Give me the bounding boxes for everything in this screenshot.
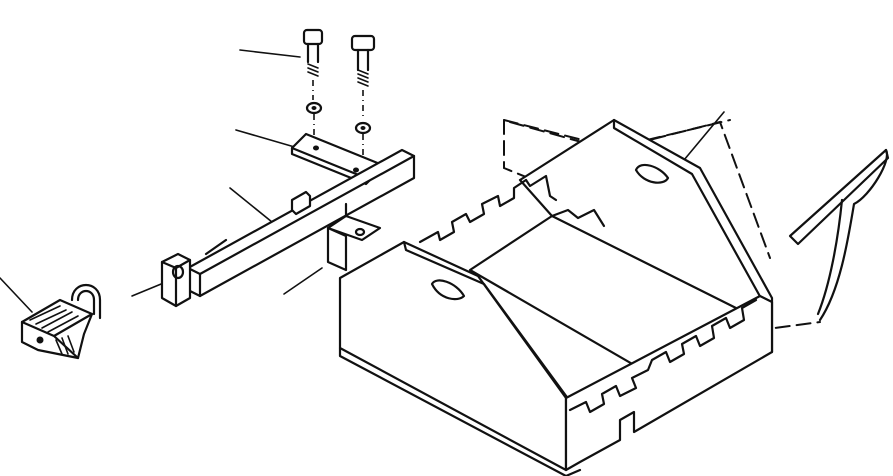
leader-battery-box-cover: [683, 111, 725, 161]
padlock: [20, 284, 102, 360]
leader-padlock: [0, 277, 33, 313]
support-bracket: [326, 202, 382, 272]
callout-leaders: [0, 49, 725, 313]
leader-support-bracket: [283, 267, 323, 295]
battery-box: [338, 118, 774, 476]
cap-screw-right: [350, 34, 376, 118]
leader-hold-down-bracket: [229, 187, 273, 223]
lock-washers: [305, 101, 372, 160]
hold-down-bracket: [160, 148, 416, 308]
leader-cap-screw: [239, 49, 301, 58]
cap-screw-left: [302, 28, 324, 100]
leader-bracket-end: [131, 281, 167, 297]
leader-retaining-plate: [235, 129, 299, 149]
